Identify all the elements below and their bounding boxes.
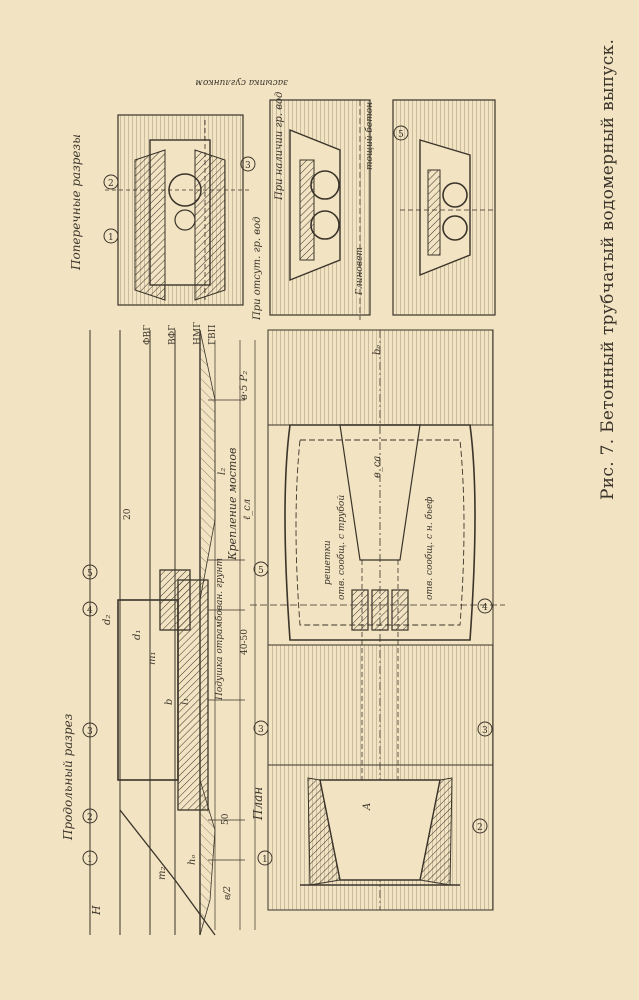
mark-4d: 4 — [482, 603, 488, 613]
label-slots-bief: отв. сообщ. с н. бьеф — [424, 497, 435, 600]
label-with-water: При наличии гр. вод — [274, 92, 285, 201]
mark-1b: 1 — [87, 855, 93, 865]
longitudinal-section — [89, 329, 256, 936]
plan-view — [250, 329, 505, 911]
dim-b-o: bₒ — [372, 345, 383, 355]
mark-5b: 5 — [87, 569, 93, 579]
dim-d1: d₁ — [132, 630, 143, 640]
dim-l2: l₂ — [217, 468, 228, 475]
label-concrete: тощий бетон — [364, 102, 375, 170]
drawing-labels: Поперечные разрезы Продольный разрез Пла… — [61, 77, 488, 916]
label-pillow: Подушка отрамбован. грунт — [214, 558, 225, 701]
label-no-water: При отсут. гр. вод — [252, 217, 263, 321]
dim-m1: m₁ — [147, 652, 158, 666]
mark-2d: 2 — [477, 823, 483, 833]
mark-2b: 2 — [87, 813, 93, 823]
mark-4b: 4 — [87, 606, 93, 616]
section-markers — [82, 125, 493, 866]
label-slots-pipe: отв. сообщ. с трубой — [336, 495, 347, 600]
label-cross-sections: Поперечные разрезы — [69, 134, 83, 271]
dim-b: b — [164, 699, 175, 705]
label-plan: План — [251, 787, 265, 821]
label-level-2: ВФГ — [168, 325, 178, 345]
label-bridge: Крепление мостов — [226, 448, 239, 561]
cross-sections — [105, 99, 496, 320]
mark-3d: 3 — [482, 726, 488, 736]
label-clay: Глиновет — [355, 247, 365, 296]
mark-3b: 3 — [87, 727, 93, 737]
dim-b-ca: в_са — [372, 456, 383, 478]
dim-b-half: в/2 — [223, 886, 233, 900]
mark-5c: 5 — [258, 566, 264, 576]
dim-40-50: 40-50 — [240, 629, 250, 655]
dim-l-cp: ℓ_сл — [242, 499, 253, 520]
mark-3c: 3 — [258, 725, 264, 735]
dim-ho: hₒ — [187, 855, 198, 865]
mark-3a: 3 — [245, 161, 251, 171]
mark-2a: 2 — [108, 179, 114, 189]
dim-m2: m₂ — [157, 867, 168, 881]
figure-caption: Рис. 7. Бетонный трубчатый водомерный вы… — [598, 38, 618, 500]
dim-d2: d₂ — [102, 615, 113, 625]
mark-1c: 1 — [262, 855, 268, 865]
dim-H: H — [90, 905, 103, 916]
dim-50: 50 — [221, 813, 231, 825]
label-level-3: НМГ — [193, 322, 203, 345]
dim-b5p2: в·5 P₂ — [239, 371, 250, 400]
cross-section-1-2 — [105, 114, 250, 306]
label-level-4: ГВП — [208, 324, 218, 345]
mark-1a: 1 — [108, 233, 114, 243]
cross-section-5 — [392, 99, 496, 316]
mark-5a: 5 — [398, 130, 404, 140]
label-level-1: ФВГ — [143, 325, 153, 345]
cross-section-3 — [269, 99, 371, 320]
label-longitudinal: Продольный разрез — [61, 714, 75, 841]
dim-l1: l₁ — [180, 698, 191, 705]
label-grates: решетки — [323, 540, 333, 585]
label-backfill: засыпка суглинком — [195, 77, 288, 87]
dim-A: A — [362, 803, 373, 811]
dim-20: 20 — [123, 508, 133, 520]
